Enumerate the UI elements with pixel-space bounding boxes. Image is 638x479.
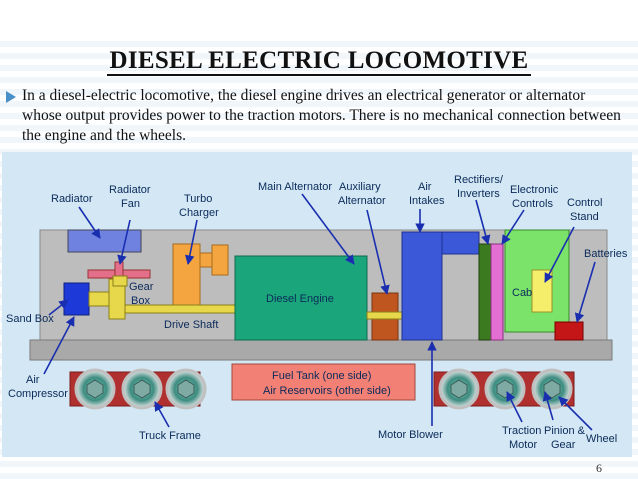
aux-alternator-shaft xyxy=(366,311,408,320)
arrow-truck-frame xyxy=(154,401,170,428)
arrow-traction-motor xyxy=(506,391,523,423)
arrow-turbo xyxy=(185,219,198,265)
arrow-pinion-gear xyxy=(542,391,554,421)
arrow-radiator-fan xyxy=(117,219,131,265)
arrow-rectifiers xyxy=(475,199,491,245)
label-main-alternator: Main Alternator xyxy=(258,181,332,193)
body-frame xyxy=(29,339,613,361)
page-number: 6 xyxy=(596,461,602,475)
label-aux-alternator-1: Auxiliary xyxy=(339,181,381,193)
label-sand-box: Sand Box xyxy=(6,313,54,325)
locomotive-diagram: Radiator Radiator Fan Turbo Charger Main… xyxy=(2,152,632,457)
turbo-charger-shape xyxy=(172,243,201,310)
label-air-intakes-1: Air xyxy=(418,181,432,193)
arrow-batteries xyxy=(574,261,596,323)
slide-title: DIESEL ELECTRIC LOCOMOTIVE xyxy=(0,47,638,76)
air-intakes-head xyxy=(441,231,480,255)
diesel-engine-shape xyxy=(234,255,368,341)
label-fuel-tank-1: Fuel Tank (one side) xyxy=(272,370,371,382)
inverter-shape xyxy=(490,243,504,341)
label-truck-frame: Truck Frame xyxy=(139,430,201,442)
turbo-cap xyxy=(211,244,229,276)
label-traction-motor-1: Traction xyxy=(502,425,541,437)
label-radiator-fan-1: Radiator xyxy=(109,184,151,196)
gear-box-link xyxy=(88,291,110,307)
bullet-arrow-icon xyxy=(6,91,16,103)
label-wheel: Wheel xyxy=(586,433,617,445)
arrow-aux-alternator xyxy=(366,209,390,295)
label-rectifiers-2: Inverters xyxy=(457,188,500,200)
label-traction-motor-2: Motor xyxy=(509,439,537,451)
label-radiator-fan-2: Fan xyxy=(121,198,140,210)
label-air-compressor-2: Compressor xyxy=(8,388,68,400)
arrow-electronic xyxy=(501,209,525,245)
rectifier-shape xyxy=(478,243,492,341)
wheel-hub-4 xyxy=(450,379,468,399)
label-batteries: Batteries xyxy=(584,248,628,260)
label-electronic-2: Controls xyxy=(512,198,553,210)
label-air-compressor-1: Air xyxy=(26,374,40,386)
label-air-intakes-2: Intakes xyxy=(409,195,445,207)
label-gear-box-1: Gear xyxy=(129,281,154,293)
bullet-paragraph: In a diesel-electric locomotive, the die… xyxy=(6,86,626,146)
locomotive-diagram-svg: Radiator Radiator Fan Turbo Charger Main… xyxy=(6,174,628,451)
label-radiator: Radiator xyxy=(51,193,93,205)
air-compressor-shape xyxy=(63,282,90,316)
air-intakes-shape xyxy=(401,231,443,341)
arrow-air-compressor xyxy=(43,316,75,375)
label-gear-box-2: Box xyxy=(131,295,150,307)
label-control-stand-2: Stand xyxy=(570,211,599,223)
radiator-shape xyxy=(67,229,142,253)
batteries-shape xyxy=(554,321,584,341)
arrow-main-alternator xyxy=(301,193,355,265)
wheel-hub-2 xyxy=(133,379,151,399)
label-motor-blower: Motor Blower xyxy=(378,429,443,441)
arrow-wheel xyxy=(558,396,593,431)
gear-box-top xyxy=(112,275,128,287)
arrow-control-stand xyxy=(544,226,575,283)
wheel-hub-1 xyxy=(86,379,104,399)
label-drive-shaft: Drive Shaft xyxy=(164,319,218,331)
slide-top-band xyxy=(0,0,638,36)
label-aux-alternator-2: Alternator xyxy=(338,195,386,207)
arrow-sand-box xyxy=(48,299,69,316)
label-turbo-1: Turbo xyxy=(184,193,212,205)
label-pinion-gear-2: Gear xyxy=(551,439,576,451)
label-electronic-1: Electronic xyxy=(510,184,559,196)
label-pinion-gear-1: Pinion & xyxy=(544,425,586,437)
label-diesel-engine: Diesel Engine xyxy=(266,293,334,305)
wheel-hub-3 xyxy=(177,379,195,399)
control-stand-shape xyxy=(531,269,553,313)
bullet-text: In a diesel-electric locomotive, the die… xyxy=(22,87,621,144)
fuel-tank-shape xyxy=(231,363,416,401)
arrow-radiator xyxy=(78,206,101,239)
label-control-stand-1: Control xyxy=(567,197,602,209)
slide-title-text: DIESEL ELECTRIC LOCOMOTIVE xyxy=(107,47,531,76)
label-fuel-tank-2: Air Reservoirs (other side) xyxy=(263,385,391,397)
label-turbo-2: Charger xyxy=(179,207,219,219)
label-rectifiers-1: Rectifiers/ xyxy=(454,174,504,186)
label-cab: Cab xyxy=(512,287,532,299)
